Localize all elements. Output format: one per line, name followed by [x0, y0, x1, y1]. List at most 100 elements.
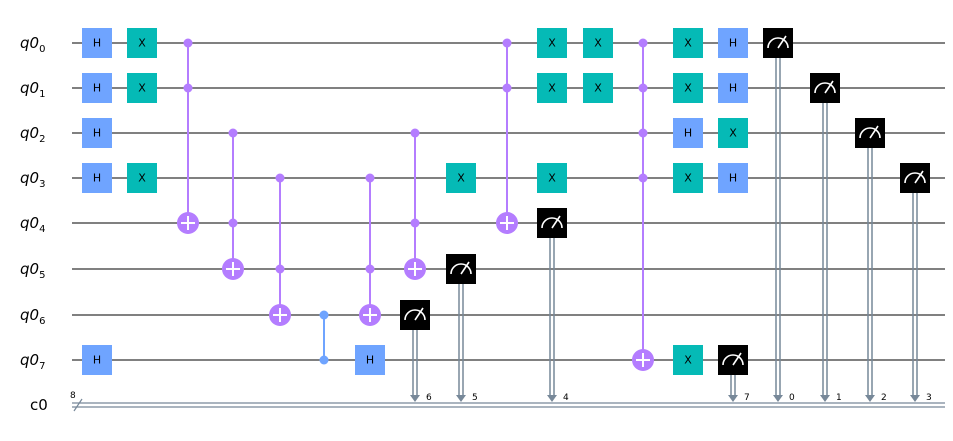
- measure-gate: [537, 208, 567, 238]
- measure-bit-label: 4: [563, 393, 569, 403]
- x-gate: X: [583, 28, 613, 58]
- classical-register-label: c0: [30, 396, 48, 414]
- gate-box: [537, 73, 567, 103]
- qubit-label: q00: [20, 34, 45, 55]
- links-layer: [410, 58, 920, 402]
- measure-gate: [810, 73, 840, 103]
- measure-arrow: [410, 395, 420, 402]
- controlled-x-gate: [222, 128, 244, 280]
- meter-needle: [869, 125, 879, 139]
- measure-bit-label: 6: [426, 393, 432, 403]
- gate-label: H: [93, 37, 101, 50]
- measure-arrow: [773, 395, 783, 402]
- h-gate: H: [82, 73, 112, 103]
- h-gate: H: [718, 163, 748, 193]
- controlled-x-gate: [632, 38, 654, 371]
- measure-bit-label: 0: [789, 393, 795, 403]
- control-dot: [502, 38, 512, 48]
- classical-register-size: 8: [70, 391, 76, 401]
- controlled-x-gate: [404, 128, 426, 280]
- x-gate: X: [673, 73, 703, 103]
- qubit-label: q03: [20, 169, 45, 190]
- gate-box: [127, 73, 157, 103]
- meter-needle: [914, 170, 924, 184]
- meter-needle: [732, 352, 742, 366]
- gate-label: H: [366, 354, 374, 367]
- gate-label: X: [684, 37, 692, 50]
- x-gate: X: [537, 163, 567, 193]
- gate-box: [673, 28, 703, 58]
- gate-box: [718, 118, 748, 148]
- qubit-label: q07: [20, 351, 45, 372]
- gate-box: [537, 28, 567, 58]
- gate-label: H: [729, 82, 737, 95]
- meter-needle: [824, 80, 834, 94]
- qubit-index: 1: [39, 89, 45, 100]
- qubit-index: 4: [39, 224, 45, 235]
- qubit-label: q02: [20, 124, 45, 145]
- gate-label: X: [548, 172, 556, 185]
- gate-label: X: [548, 82, 556, 95]
- h-gate: H: [82, 345, 112, 375]
- meter-arc: [541, 217, 563, 229]
- gate-label: H: [93, 127, 101, 140]
- gate-box: [82, 28, 112, 58]
- control-dot: [365, 264, 375, 274]
- measure-link: [728, 375, 738, 402]
- meter-arc: [904, 172, 926, 184]
- meter-arc: [767, 37, 789, 49]
- gate-box: [127, 28, 157, 58]
- gate-box: [673, 73, 703, 103]
- measure-bit-label: 7: [744, 393, 750, 403]
- measure-box: [763, 28, 793, 58]
- measure-link: [547, 238, 557, 402]
- gate-label: X: [138, 172, 146, 185]
- measure-box: [855, 118, 885, 148]
- x-gate: X: [537, 73, 567, 103]
- gate-box: [583, 73, 613, 103]
- measure-gate: [855, 118, 885, 148]
- gate-label: H: [93, 82, 101, 95]
- gate-label: X: [684, 82, 692, 95]
- controlled-x-gate: [496, 38, 518, 234]
- x-gate: X: [446, 163, 476, 193]
- cz-dot: [319, 355, 329, 365]
- measure-box: [810, 73, 840, 103]
- meter-arc: [404, 309, 426, 321]
- x-gate: X: [127, 73, 157, 103]
- cz-dot: [319, 310, 329, 320]
- gate-label: X: [594, 82, 602, 95]
- measure-arrow: [728, 395, 738, 402]
- gate-box: [446, 163, 476, 193]
- qubit-index: 2: [39, 134, 45, 145]
- qubit-label: q04: [20, 214, 45, 235]
- controlled-x-gate: [269, 173, 291, 326]
- measure-arrow: [910, 395, 920, 402]
- gate-box: [127, 163, 157, 193]
- h-gate: H: [82, 28, 112, 58]
- measure-gate: [400, 300, 430, 330]
- x-gate: X: [673, 345, 703, 375]
- measure-box: [400, 300, 430, 330]
- measure-box: [446, 254, 476, 284]
- gate-label: X: [548, 37, 556, 50]
- gate-box: [718, 163, 748, 193]
- gate-box: [82, 345, 112, 375]
- measure-bit-label: 3: [926, 393, 932, 403]
- control-dot: [502, 83, 512, 93]
- meter-arc: [450, 263, 472, 275]
- classical-bundle-slash: [73, 398, 83, 412]
- x-gate: X: [718, 118, 748, 148]
- gate-box: [718, 73, 748, 103]
- h-gate: H: [718, 28, 748, 58]
- controlled-x-gate: [359, 173, 381, 326]
- measure-link: [456, 284, 466, 402]
- x-gate: X: [127, 163, 157, 193]
- qubit-index: 6: [39, 316, 45, 327]
- gate-box: [718, 28, 748, 58]
- measure-arrow: [820, 395, 830, 402]
- meter-arc: [722, 354, 744, 366]
- gate-label: X: [138, 37, 146, 50]
